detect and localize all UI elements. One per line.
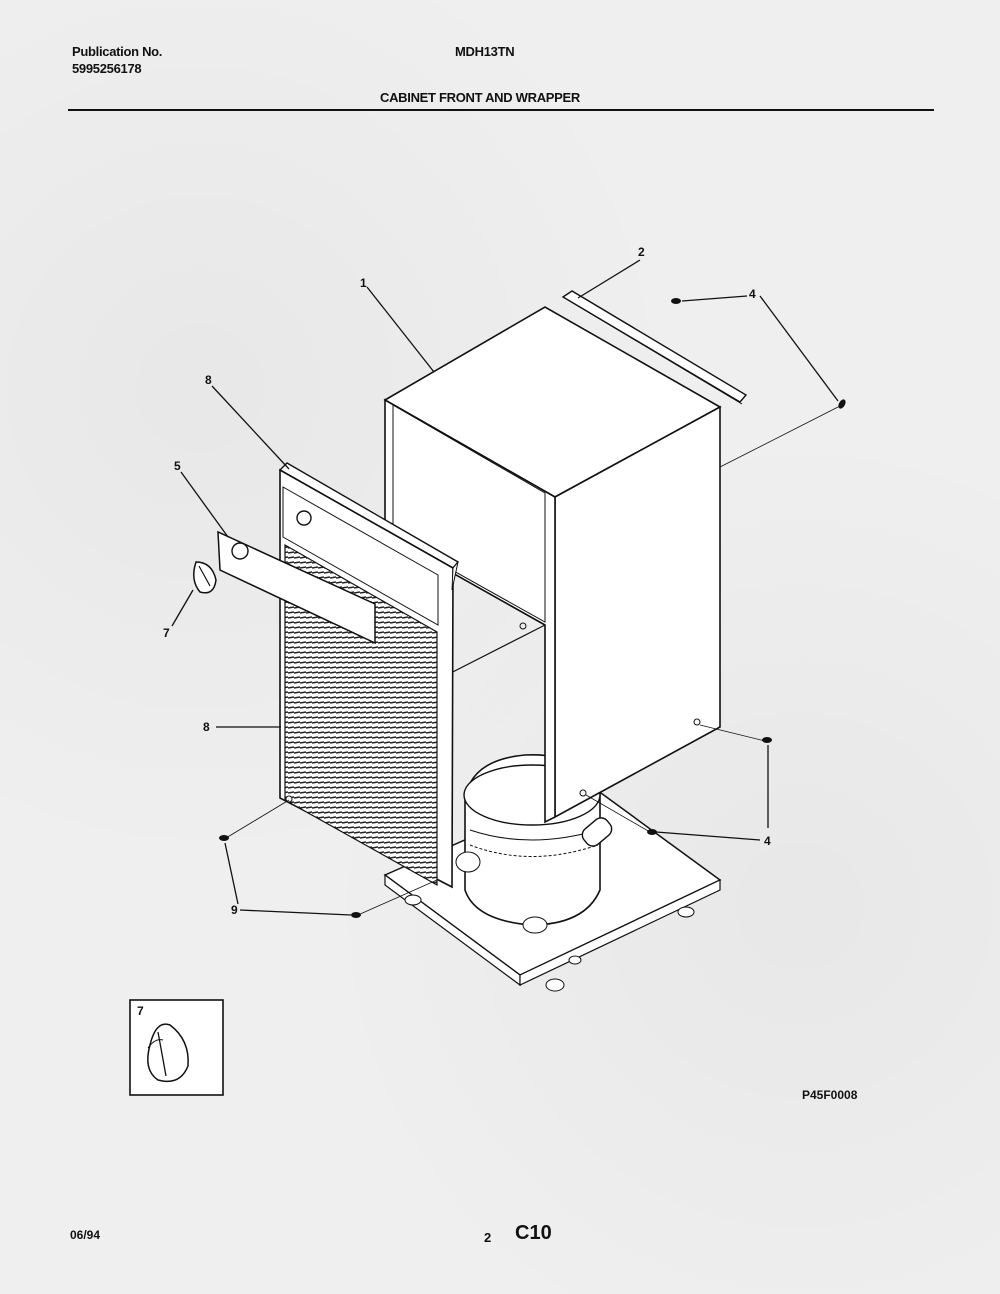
callout-2: 2: [638, 245, 645, 259]
control-panel-strip: [217, 530, 376, 645]
top-rail: [561, 290, 748, 405]
callout-1: 1: [360, 276, 367, 290]
callout-labels: 1 2 4 8 5 7 8 4 9: [163, 245, 771, 917]
footer-date: 06/94: [70, 1228, 101, 1242]
callout-4-top: 4: [749, 287, 756, 301]
callout-8-mid: 8: [203, 720, 210, 734]
knob-inset: 7: [129, 999, 224, 1096]
screws: [219, 298, 846, 918]
publication-label: Publication No.: [72, 44, 163, 59]
callout-4-bottom: 4: [764, 834, 771, 848]
figure-reference: P45F0008: [802, 1088, 858, 1102]
inset-label: 7: [137, 1004, 144, 1018]
alignment-lines: [225, 405, 841, 916]
control-knob: [193, 561, 217, 594]
footer-page-number: 2: [484, 1230, 492, 1245]
callout-9: 9: [231, 903, 238, 917]
section-title: CABINET FRONT AND WRAPPER: [380, 90, 581, 105]
callout-5: 5: [174, 459, 181, 473]
front-panel-frame: [278, 462, 460, 889]
header-rule: [68, 109, 934, 111]
publication-number: 5995256178: [72, 61, 142, 76]
cabinet-wrapper: [383, 306, 722, 824]
leader-lines: [171, 259, 839, 916]
callout-7: 7: [163, 626, 170, 640]
model-number: MDH13TN: [455, 44, 515, 59]
callout-8-top: 8: [205, 373, 212, 387]
footer-code: C10: [515, 1222, 552, 1244]
